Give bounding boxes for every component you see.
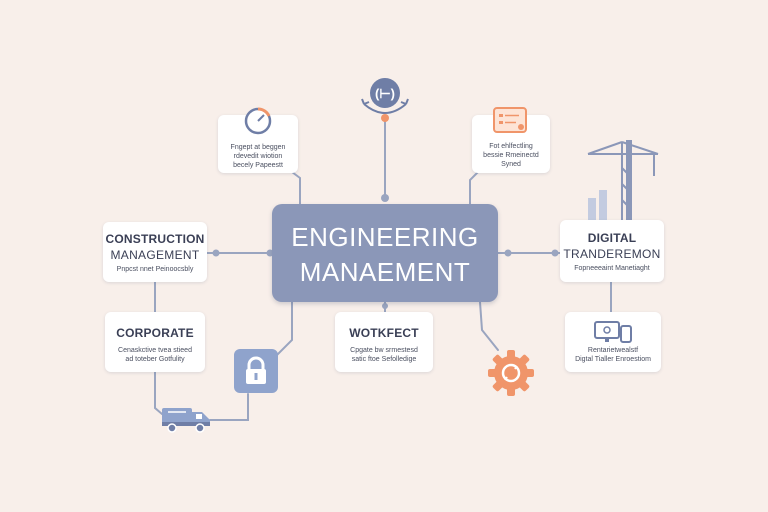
node-corporate-title: CORPORATE [116, 326, 194, 340]
svg-text:(⊢): (⊢) [375, 86, 395, 101]
clipboard-icon [492, 106, 528, 141]
node-digital: DIGITAL TRANDEREMON Fopneeeaint Manetiag… [560, 220, 664, 282]
node-digital-desc: Fopneeeaint Manetiaght [574, 265, 650, 272]
node-construction-title: CONSTRUCTION [105, 232, 205, 246]
node-construction-subtitle: MANAGEMENT [110, 248, 200, 262]
lock-icon [233, 348, 279, 394]
bar-chart-icon [586, 184, 616, 220]
node-top-left: Fngept at beggen rdevedit wiotion becely… [218, 107, 298, 173]
node-top-left-desc: Fngept at beggen rdevedit wiotion becely… [230, 144, 286, 169]
central-title-line2: MANAEMENT [299, 257, 471, 287]
crane-icon [586, 138, 660, 222]
node-digital-subtitle: TRANDEREMON [563, 247, 661, 261]
central-node: ENGINEERING MANAEMENT [272, 204, 498, 302]
node-top-right-desc: Fot ehlfectling bessie Rmeinectd Syned [483, 143, 539, 168]
node-digital-bottom: Rentarietwealstf Digtal Tialler Enroesti… [565, 312, 661, 372]
node-workflow-title: WOTKFECT [349, 326, 419, 340]
node-digital-title: DIGITAL [587, 231, 637, 245]
node-workflow-desc: Cpgate bw srmestesd satic ftoe Sefolledi… [350, 347, 418, 363]
node-top-right: Fot ehlfectling bessie Rmeinectd Syned [472, 107, 550, 173]
node-workflow: WOTKFECT Cpgate bw srmestesd satic ftoe … [335, 312, 433, 372]
measurement-icon: (⊢) [360, 74, 410, 124]
computer-icon [593, 320, 633, 349]
node-construction-desc: Pnpcst nnet Peinoocsbly [116, 266, 194, 273]
node-corporate-desc: Cenaskctive tvea stieed ad toteber Gotfu… [118, 347, 192, 363]
gear-icon [486, 348, 536, 398]
node-construction-management: CONSTRUCTION MANAGEMENT Pnpcst nnet Pein… [103, 222, 207, 282]
node-corporate: CORPORATE Cenaskctive tvea stieed ad tot… [105, 312, 205, 372]
central-title-line1: ENGINEERING [291, 222, 479, 252]
gauge-icon [242, 105, 274, 142]
truck-icon [160, 404, 212, 434]
node-digital-bottom-desc: Rentarietwealstf Digtal Tialler Enroesti… [575, 347, 651, 363]
